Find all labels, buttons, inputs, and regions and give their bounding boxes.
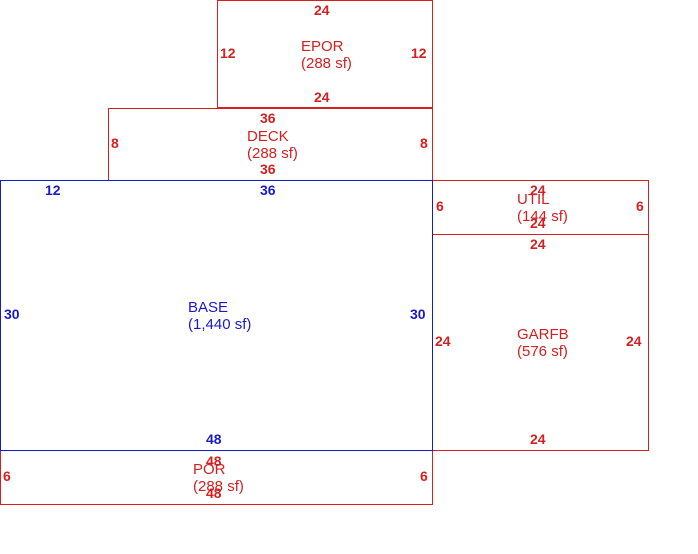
deck-left-dimension: 8 — [111, 135, 119, 151]
util-area: (144 sf) — [517, 208, 568, 225]
base-top-left-dimension: 12 — [45, 182, 61, 198]
base-outline — [0, 180, 433, 451]
garfb-right-dimension: 24 — [626, 333, 642, 349]
garfb-bottom-dimension: 24 — [530, 431, 546, 447]
por-top-dimension: 48 — [206, 453, 222, 469]
util-left-dimension: 6 — [436, 198, 444, 214]
epor-outline — [217, 0, 433, 108]
base-top-dimension: 36 — [260, 182, 276, 198]
deck-name: DECK — [247, 128, 289, 145]
epor-bottom-dimension: 24 — [314, 89, 330, 105]
util-right-dimension: 6 — [636, 198, 644, 214]
garfb-top-dimension: 24 — [530, 236, 546, 252]
deck-top-dimension: 36 — [260, 110, 276, 126]
base-left-dimension: 30 — [4, 306, 20, 322]
por-name: POR — [193, 461, 226, 478]
epor-area: (288 sf) — [301, 55, 352, 72]
epor-top-dimension: 24 — [314, 2, 330, 18]
base-name: BASE — [188, 299, 229, 316]
epor-right-dimension: 12 — [411, 45, 427, 61]
util-name: UTIL — [517, 191, 550, 208]
epor-name: EPOR — [301, 38, 344, 55]
base-bottom-dimension: 48 — [206, 431, 222, 447]
epor-left-dimension: 12 — [220, 45, 236, 61]
garfb-name: GARFB — [517, 326, 569, 343]
base-area: (1,440 sf) — [188, 316, 252, 333]
por-left-dimension: 6 — [3, 468, 11, 484]
por-right-dimension: 6 — [420, 468, 428, 484]
garfb-area: (576 sf) — [517, 343, 568, 360]
garfb-left-dimension: 24 — [435, 333, 451, 349]
util-top-dimension: 24 — [530, 182, 546, 198]
por-area: (288 sf) — [193, 478, 244, 495]
base-right-dimension: 30 — [410, 306, 426, 322]
deck-bottom-dimension: 36 — [260, 161, 276, 177]
por-bottom-dimension: 48 — [206, 485, 222, 501]
deck-area: (288 sf) — [247, 145, 298, 162]
util-bottom-dimension: 24 — [530, 215, 546, 231]
deck-right-dimension: 8 — [420, 135, 428, 151]
